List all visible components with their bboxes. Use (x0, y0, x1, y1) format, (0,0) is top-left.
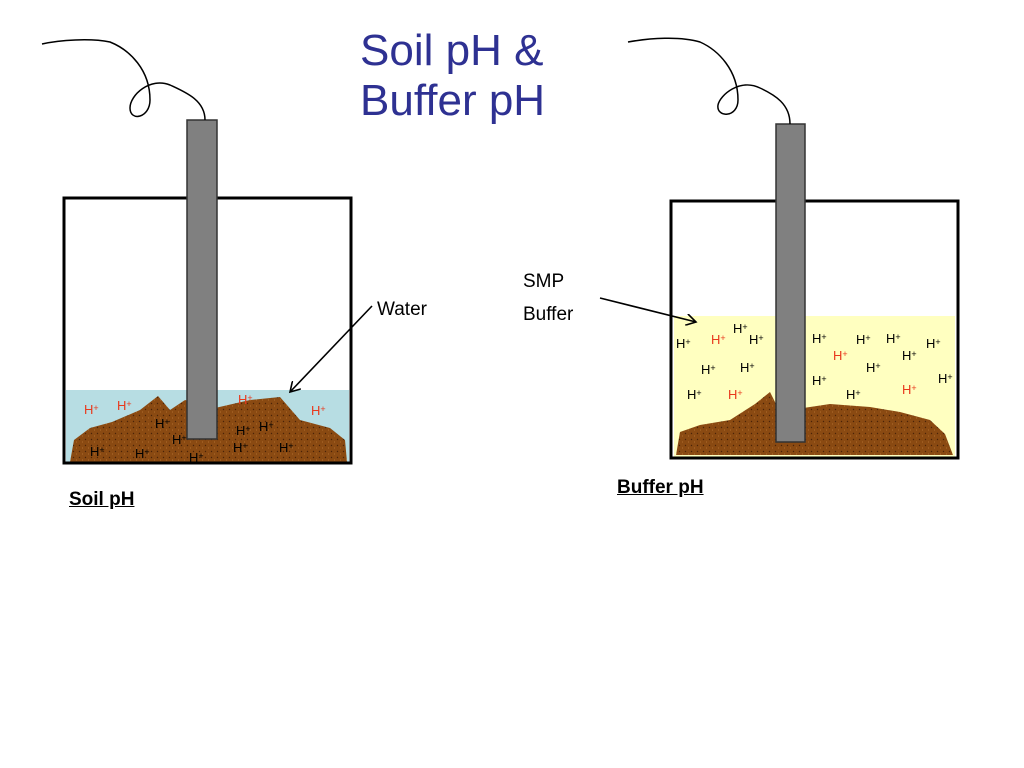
water-label: Water (377, 299, 427, 320)
buffer-ph-beaker (599, 37, 960, 460)
soil-hydrogen-ion: H+ (189, 450, 204, 465)
buffer-hydrogen-ion: H+ (856, 332, 871, 347)
soil-hydrogen-ion: H+ (135, 446, 150, 461)
buffer-hydrogen-ion: H+ (902, 382, 917, 397)
buffer-label: Buffer (523, 304, 574, 325)
soil-mound-right (676, 392, 953, 455)
soil-hydrogen-ion: H+ (259, 419, 274, 434)
ph-electrode (186, 119, 218, 440)
electrode-cable (41, 39, 206, 121)
buffer-hydrogen-ion: H+ (926, 336, 941, 351)
title-line-1: Soil pH & (360, 26, 544, 75)
soil-hydrogen-ion: H+ (311, 403, 326, 418)
buffer-ph-caption: Buffer pH (617, 477, 704, 498)
buffer-hydrogen-ion: H+ (676, 336, 691, 351)
buffer-arrow (599, 297, 696, 322)
buffer-hydrogen-ion: H+ (902, 348, 917, 363)
page-title: Soil pH & Buffer pH (360, 26, 660, 126)
soil-hydrogen-ion: H+ (90, 444, 105, 459)
water-arrow (290, 305, 373, 392)
soil-hydrogen-ion: H+ (233, 440, 248, 455)
soil-hydrogen-ion: H+ (84, 402, 99, 417)
buffer-hydrogen-ion: H+ (701, 362, 716, 377)
buffer-hydrogen-ion: H+ (733, 321, 748, 336)
buffer-hydrogen-ion: H+ (886, 331, 901, 346)
soil-hydrogen-ion: H+ (117, 398, 132, 413)
soil-hydrogen-ion: H+ (155, 416, 170, 431)
soil-ph-beaker (41, 39, 373, 465)
soil-hydrogen-ion: H+ (172, 432, 187, 447)
electrode-cable (627, 37, 791, 125)
ph-electrode (775, 123, 806, 443)
buffer-hydrogen-ion: H+ (812, 331, 827, 346)
beaker-outline (669, 199, 960, 460)
soil-hydrogen-ion: H+ (238, 392, 253, 407)
buffer-hydrogen-ion: H+ (833, 348, 848, 363)
buffer-hydrogen-ion: H+ (740, 360, 755, 375)
buffer-hydrogen-ion: H+ (711, 332, 726, 347)
buffer-hydrogen-ion: H+ (938, 371, 953, 386)
buffer-hydrogen-ion: H+ (687, 387, 702, 402)
buffer-hydrogen-ion: H+ (728, 387, 743, 402)
buffer-hydrogen-ion: H+ (812, 373, 827, 388)
soil-hydrogen-ion: H+ (236, 423, 251, 438)
soil-ph-caption: Soil pH (69, 489, 135, 510)
smp-label: SMP (523, 271, 565, 292)
buffer-hydrogen-ion: H+ (846, 387, 861, 402)
title-line-2: Buffer pH (360, 76, 546, 125)
soil-hydrogen-ion: H+ (279, 440, 294, 455)
buffer-hydrogen-ion: H+ (749, 332, 764, 347)
buffer-hydrogen-ion: H+ (866, 360, 881, 375)
